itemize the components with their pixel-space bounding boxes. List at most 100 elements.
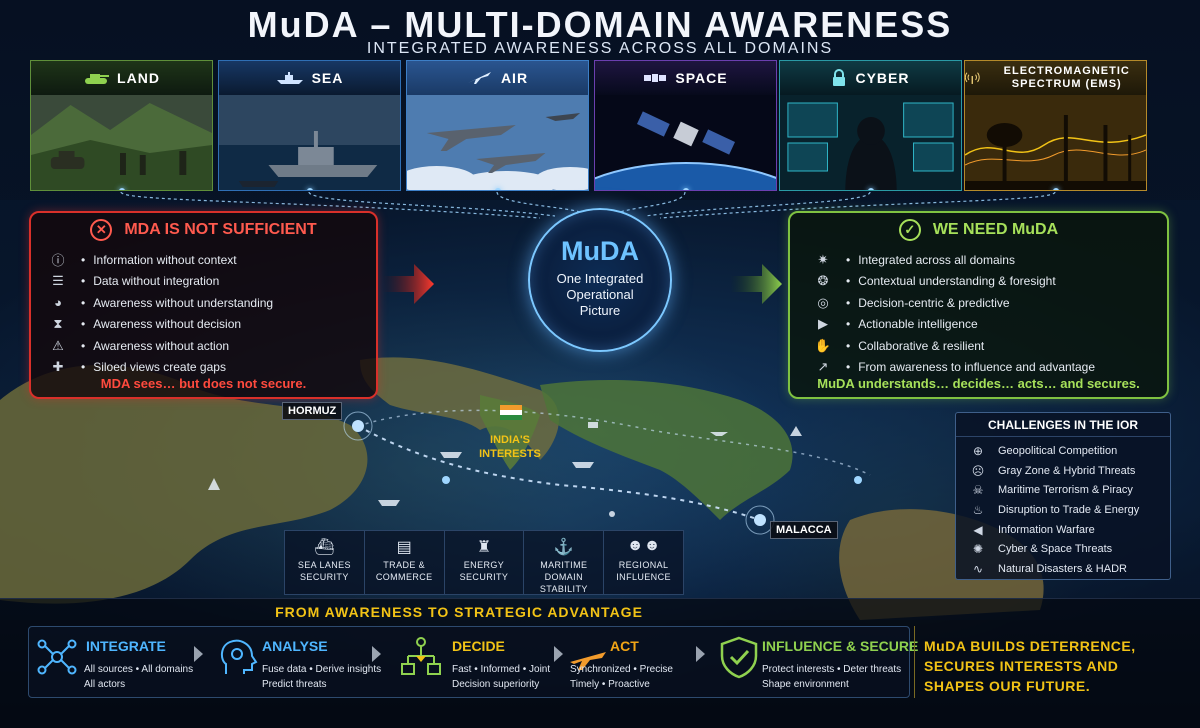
brain-gear-icon (220, 639, 258, 674)
puzzle-icon: ✚ (52, 359, 64, 375)
page-subtitle: INTEGRATED AWARENESS ACROSS ALL DOMAINS (366, 40, 834, 57)
list-item: ◕•Awareness without understanding (47, 292, 376, 314)
globe-icon: ⊕ (972, 443, 984, 458)
interests-strip: ⛴ SEA LANES SECURITY ▤ TRADE & COMMERCE … (284, 530, 684, 595)
list-item: ✋•Collaborative & resilient (812, 335, 1167, 357)
left-panel-list: ⓘ•Information without context ☰•Data wit… (31, 249, 376, 378)
warning-icon: ⚠ (52, 337, 64, 353)
ship-marker-1 (440, 452, 462, 458)
handshake-icon: ✋ (814, 337, 832, 353)
domain-cyber: CYBER (779, 60, 962, 191)
domain-air-label: AIR (500, 70, 529, 86)
mask-icon: ☹ (971, 463, 985, 478)
southeast-asia-landmass (540, 380, 793, 520)
hormuz-marker (352, 420, 364, 432)
challenges-title: CHALLENGES IN THE IOR (956, 413, 1170, 437)
domain-cyber-label: CYBER (855, 70, 910, 86)
antenna-icon (965, 72, 980, 84)
list-item: ⊕Geopolitical Competition (968, 441, 1170, 461)
list-item: ∿Natural Disasters & HADR (968, 559, 1170, 579)
jet-icon (570, 652, 606, 670)
list-item: ✷•Integrated across all domains (812, 249, 1167, 271)
step-influence-secure: INFLUENCE & SECURE Protect interests • D… (716, 630, 918, 694)
sea-scene-image (219, 95, 400, 190)
satellite-marker (588, 422, 598, 428)
drone-marker (609, 511, 615, 517)
chevron-right-icon (372, 646, 381, 662)
domain-space-label: SPACE (675, 70, 728, 86)
divider (914, 626, 915, 698)
radar-marker (790, 426, 802, 436)
brain-icon: ❂ (817, 273, 829, 289)
we-need-muda-panel: ✓ WE NEED MuDA ✷•Integrated across all d… (788, 211, 1169, 399)
center-title: MuDA (561, 236, 639, 266)
center-description: One Integrated Operational Picture (556, 271, 644, 318)
list-item: ↗•From awareness to influence and advant… (812, 357, 1167, 379)
satellite-icon (644, 74, 667, 82)
list-item: ✚•Siloed views create gaps (47, 357, 376, 379)
pulse-icon: ∿ (972, 561, 984, 576)
oil-rig-icon: ♜ (476, 539, 492, 556)
list-item: ✺Cyber & Space Threats (968, 539, 1170, 559)
jet-icon (467, 72, 491, 84)
skull-icon: ☠ (972, 483, 984, 498)
green-arrow-icon (730, 264, 782, 304)
interest-item: ⛴ SEA LANES SECURITY (285, 531, 365, 594)
cyber-scene-image (780, 95, 961, 190)
play-icon: ▶ (818, 316, 828, 332)
chevron-right-icon (554, 646, 563, 662)
list-item: ♨Disruption to Trade & Energy (968, 500, 1170, 520)
list-item: ☰•Data without integration (47, 271, 376, 293)
domain-ems-label: ELECTROMAGNETIC SPECTRUM (EMS) (1003, 65, 1130, 90)
domain-land: LAND (30, 60, 213, 191)
list-item: ▶•Actionable intelligence (812, 314, 1167, 336)
people-icon: ☻☻ (626, 537, 661, 554)
right-panel-footer: MuDA understands… decides… acts… and sec… (817, 376, 1140, 391)
domain-air: AIR (406, 60, 589, 191)
india-interests-label: INDIA'S INTERESTS (479, 434, 541, 460)
cyber-icon: ✺ (972, 542, 984, 557)
list-item: ⓘ•Information without context (47, 249, 376, 271)
left-panel-footer: MDA sees… but does not secure. (100, 376, 307, 391)
mda-not-sufficient-panel: ✕ MDA IS NOT SUFFICIENT ⓘ•Information wi… (29, 211, 378, 399)
interest-item: ▤ TRADE & COMMERCE (365, 531, 445, 594)
sea-lane-route-north (357, 409, 871, 476)
cargo-ship-icon: ▤ (396, 539, 412, 556)
ship-marker-2 (572, 462, 594, 468)
domain-land-label: LAND (117, 70, 160, 86)
malacca-label: MALACCA (770, 521, 838, 539)
land-scene-image (31, 95, 212, 190)
hourglass-icon: ⧗ (53, 316, 63, 332)
network-icon: ✷ (817, 251, 829, 267)
list-item: ❂•Contextual understanding & foresight (812, 271, 1167, 293)
head-icon: ◕ (54, 295, 62, 311)
lock-icon (833, 69, 846, 86)
challenges-list: ⊕Geopolitical Competition ☹Gray Zone & H… (956, 437, 1170, 579)
space-scene-image (595, 95, 776, 190)
interest-item: ⚓ MARITIME DOMAIN STABILITY (524, 531, 605, 594)
rig-marker (208, 478, 220, 490)
anchor-icon: ⚓ (553, 539, 574, 556)
chevron-right-icon (194, 646, 203, 662)
left-panel-title: MDA IS NOT SUFFICIENT (124, 221, 317, 238)
africa-landmass (0, 365, 368, 604)
target-icon: ◎ (817, 294, 829, 310)
warship-icon (276, 72, 303, 84)
domain-sea: SEA (218, 60, 401, 191)
domain-connector-lines (120, 191, 1056, 219)
list-item: ☠Maritime Terrorism & Piracy (968, 480, 1170, 500)
domain-sea-label: SEA (311, 70, 344, 86)
check-icon: ✓ (898, 219, 921, 241)
megaphone-icon: ◀ (973, 522, 983, 537)
right-panel-title: WE NEED MuDA (932, 221, 1059, 238)
ship-icon: ⛴ (314, 539, 335, 556)
database-icon: ☰ (52, 273, 64, 289)
flame-icon: ♨ (972, 502, 984, 517)
malacca-marker (754, 514, 766, 526)
hormuz-label: HORMUZ (282, 402, 343, 420)
tank-icon (85, 74, 110, 84)
bottom-title: FROM AWARENESS TO STRATEGIC ADVANTAGE (275, 604, 643, 620)
